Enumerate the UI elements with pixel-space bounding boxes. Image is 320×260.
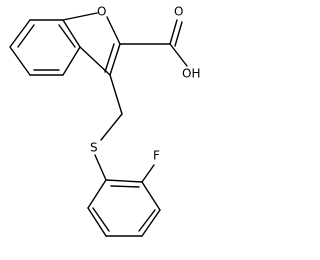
bond bbox=[109, 43, 121, 76]
bond bbox=[106, 16, 121, 45]
carboxylic-acid-group bbox=[119, 19, 188, 67]
hydroxyl-label: OH bbox=[182, 67, 200, 81]
double-bond-inner bbox=[92, 207, 110, 232]
bond bbox=[87, 207, 107, 237]
bond bbox=[169, 19, 178, 45]
fluorine-label: F bbox=[153, 149, 160, 163]
bond bbox=[62, 12, 98, 21]
chemical-structure: O O OH S F bbox=[9, 5, 200, 237]
double-bond-inner bbox=[58, 24, 76, 48]
double-bond-inner bbox=[104, 43, 115, 73]
bond bbox=[87, 179, 107, 209]
double-bond bbox=[174, 21, 183, 47]
double-bond-inner bbox=[17, 24, 35, 48]
bond bbox=[109, 74, 123, 115]
fluorophenyl-ring bbox=[87, 164, 161, 237]
bond bbox=[141, 209, 161, 237]
thioether-linker bbox=[94, 74, 123, 181]
bond bbox=[79, 46, 111, 76]
bond bbox=[94, 154, 107, 181]
carbonyl-oxygen-label: O bbox=[174, 5, 183, 19]
bond bbox=[100, 113, 123, 141]
bond bbox=[105, 179, 143, 183]
bond bbox=[62, 19, 81, 48]
sulfur-label: S bbox=[90, 141, 98, 155]
double-bond-inner bbox=[138, 209, 156, 232]
bond bbox=[141, 164, 155, 183]
ring-oxygen-label: O bbox=[97, 5, 106, 19]
bond bbox=[9, 46, 31, 76]
bond bbox=[141, 181, 161, 211]
double-bond-inner bbox=[110, 185, 140, 188]
bond bbox=[169, 43, 188, 67]
bond bbox=[9, 19, 31, 48]
bond bbox=[62, 46, 81, 76]
benzofuran-benzene-ring bbox=[9, 19, 81, 76]
furan-ring bbox=[62, 12, 121, 76]
